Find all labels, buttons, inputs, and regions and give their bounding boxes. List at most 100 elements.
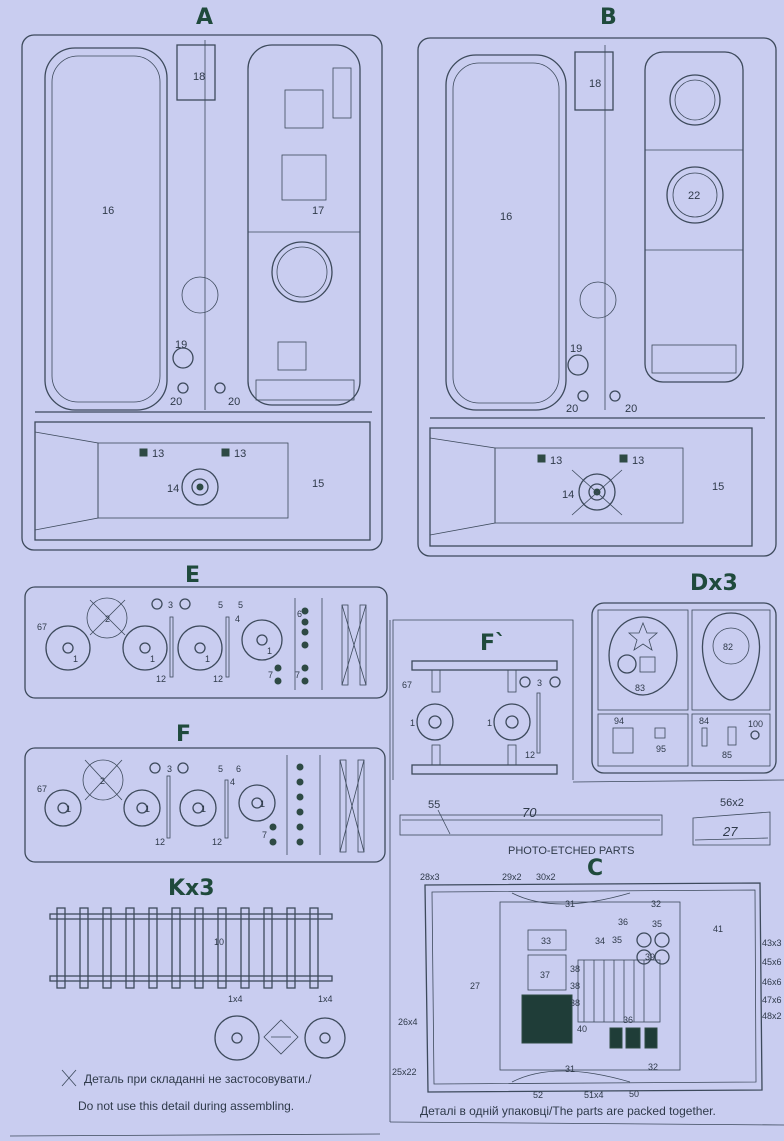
part-label: 47x6 bbox=[762, 995, 782, 1005]
rail bbox=[49, 913, 333, 920]
part-label: 37 bbox=[540, 970, 550, 980]
part-label: 56x2 bbox=[720, 797, 744, 809]
sprue-b-lower-part bbox=[429, 427, 753, 547]
sprue-f-frame bbox=[24, 747, 386, 863]
track-sleeper bbox=[240, 907, 250, 989]
part-label: 28x3 bbox=[420, 872, 440, 882]
part-label: 2 bbox=[105, 614, 110, 624]
part-label: 39 bbox=[645, 952, 655, 962]
part-label: 46x6 bbox=[762, 977, 782, 987]
part-label: 1 bbox=[73, 654, 78, 664]
part-22 bbox=[644, 51, 744, 383]
part-label: 55 bbox=[428, 799, 440, 811]
part-label: 15 bbox=[312, 478, 324, 490]
part-label: 38 bbox=[570, 981, 580, 991]
part-label: 95 bbox=[656, 744, 666, 754]
photo-etched-parts: 55 70 56x2 27 PHOTO-ETCHED PARTS bbox=[399, 797, 771, 857]
track-sleepers bbox=[56, 907, 319, 989]
track-sleeper bbox=[125, 907, 135, 989]
track-sleeper bbox=[217, 907, 227, 989]
note-do-not-use-en: Do not use this detail during assembling… bbox=[78, 1099, 294, 1113]
sprue-f: F 67 2 3 5 6 4 1 1 1 1 12 12 7 bbox=[24, 722, 386, 863]
part-label: 16 bbox=[102, 205, 114, 217]
sprue-c-frame bbox=[424, 882, 763, 1093]
part-label: 45x6 bbox=[762, 957, 782, 967]
part-label: 7 bbox=[295, 670, 300, 680]
interchange-icon bbox=[263, 1019, 299, 1055]
sprue-d: Dx3 83 82 94 95 84 85 100 bbox=[591, 571, 777, 774]
part-label: 31 bbox=[565, 1064, 575, 1074]
part-label: 20 bbox=[170, 396, 182, 408]
part-label: 83 bbox=[635, 683, 645, 693]
part-label: 32 bbox=[648, 1062, 658, 1072]
road-wheels bbox=[44, 784, 276, 827]
road-wheels bbox=[45, 619, 283, 671]
part-label: 17 bbox=[312, 205, 324, 217]
part-label: 12 bbox=[212, 837, 222, 847]
part-label: 18 bbox=[193, 71, 205, 83]
part-label: 40 bbox=[577, 1024, 587, 1034]
sprue-e: E 67 2 3 5 5 4 1 1 1 1 12 12 6 7 7 bbox=[24, 563, 388, 699]
part-label: 51x4 bbox=[584, 1090, 604, 1100]
track-sleeper bbox=[148, 907, 158, 989]
part-label: 4 bbox=[230, 777, 235, 787]
part-label: 36 bbox=[623, 1015, 633, 1025]
part-label: 20 bbox=[625, 403, 637, 415]
part-17 bbox=[247, 44, 361, 406]
part-label: 35 bbox=[652, 919, 662, 929]
track-sleeper bbox=[102, 907, 112, 989]
sprue-e-frame bbox=[24, 586, 388, 699]
part-label: 1x4 bbox=[228, 994, 243, 1004]
sprue-d-frame bbox=[591, 602, 777, 774]
sprue-c-title: C bbox=[587, 856, 603, 881]
sprue-f-prime: F` 67 3 1 1 12 bbox=[392, 619, 784, 783]
note-packed-together: Деталі в одній упаковці/The parts are pa… bbox=[420, 1104, 716, 1118]
part-label: 20 bbox=[228, 396, 240, 408]
track-sleeper bbox=[286, 907, 296, 989]
sprue-a-title: A bbox=[196, 5, 213, 30]
part-label: 12 bbox=[213, 674, 223, 684]
part-label: 12 bbox=[156, 674, 166, 684]
part-18 bbox=[574, 51, 614, 111]
sprue-b: B 16 22 18 19 20 20 13 13 14 15 bbox=[417, 5, 777, 557]
part-56 bbox=[692, 811, 771, 846]
part-19 bbox=[567, 354, 589, 376]
part-label: 2 bbox=[100, 776, 105, 786]
sprue-b-title: B bbox=[600, 5, 617, 30]
part-label: 14 bbox=[562, 489, 574, 501]
part-label: 1 bbox=[205, 654, 210, 664]
part-label: 67 bbox=[37, 622, 47, 632]
part-label: 82 bbox=[723, 642, 733, 652]
track-sleeper bbox=[171, 907, 181, 989]
part-label: 1 bbox=[66, 804, 71, 814]
part-label: 32 bbox=[651, 899, 661, 909]
part-label: 1 bbox=[410, 718, 415, 728]
part-label: 1 bbox=[260, 799, 265, 809]
part-label: 67 bbox=[37, 784, 47, 794]
part-label: 67 bbox=[402, 680, 412, 690]
part-label: 31 bbox=[565, 899, 575, 909]
track-sleeper bbox=[309, 907, 319, 989]
part-label: 1 bbox=[201, 804, 206, 814]
sprue-a: A 16 17 18 19 20 20 13 13 14 15 bbox=[21, 5, 383, 551]
part-label: 1 bbox=[150, 654, 155, 664]
part-label: 12 bbox=[155, 837, 165, 847]
sprue-a-frame bbox=[21, 34, 383, 551]
part-label: 25x22 bbox=[392, 1067, 417, 1077]
part-label: 100 bbox=[748, 719, 763, 729]
part-label: 94 bbox=[614, 716, 624, 726]
part-16 bbox=[44, 47, 168, 411]
sprue-d-title: Dx3 bbox=[690, 571, 738, 596]
part-55 bbox=[399, 814, 663, 836]
part-label: 1 bbox=[487, 718, 492, 728]
part-label: 15 bbox=[712, 481, 724, 493]
part-label: 16 bbox=[500, 211, 512, 223]
notes: Деталь при складанні не застосовувати./ … bbox=[9, 620, 784, 1137]
dimension-label: 70 bbox=[522, 805, 537, 820]
note-do-not-use-ua: Деталь при складанні не застосовувати./ bbox=[84, 1072, 312, 1086]
part-label: 34 bbox=[595, 936, 605, 946]
part-label: 35 bbox=[612, 935, 622, 945]
part-label: 14 bbox=[167, 483, 179, 495]
part-label: 7 bbox=[268, 670, 273, 680]
part-label: 22 bbox=[688, 190, 700, 202]
